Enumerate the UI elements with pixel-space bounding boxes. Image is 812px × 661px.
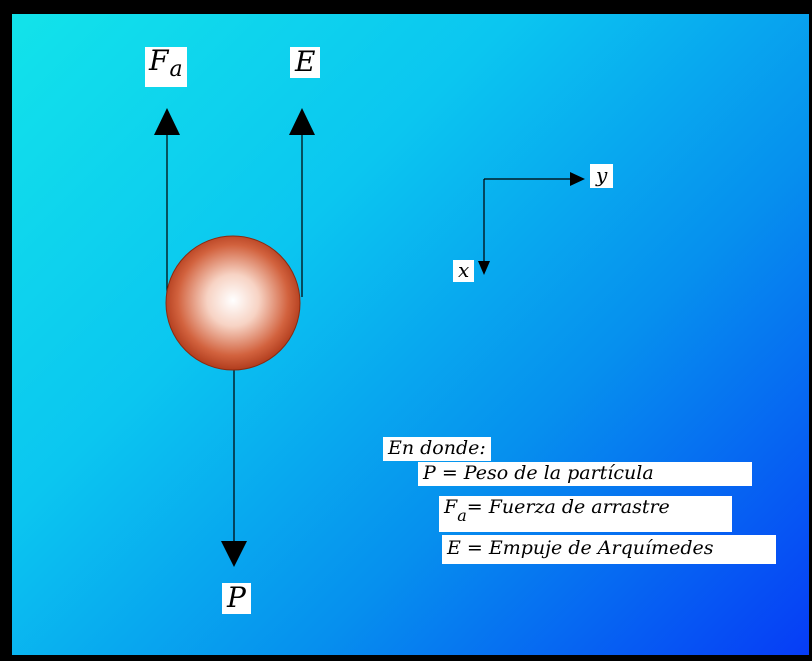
legend-item-drag-subscript: a [457,506,467,525]
legend-item-drag-symbol: F [444,496,458,518]
y-axis-label-text: y [596,163,608,187]
diagram-svg [154,108,585,567]
x-axis-arrowhead [478,261,490,275]
drag-force-arrowhead [154,108,180,135]
drag-force-symbol: F [149,44,169,77]
x-axis-label-text: x [458,258,470,282]
y-axis-arrowhead [570,172,585,186]
legend-item-drag-text: = Fuerza de arrastre [466,496,670,518]
particle-sphere [165,235,301,371]
x-axis-label: x [453,258,475,282]
legend-item-drag: Fa= Fuerza de arrastre [439,496,732,532]
legend-item-buoyancy-symbol: E [447,537,461,559]
legend-item-weight-text: = Peso de la partícula [435,462,654,484]
drag-force-subscript: a [169,57,183,82]
drag-force-label: Fa [145,47,187,87]
weight-force-arrowhead [221,541,247,567]
legend-item-weight-symbol: P [423,462,436,484]
legend-item-buoyancy: E = Empuje de Arquímedes [442,535,776,564]
buoyancy-force-arrowhead [289,108,315,135]
buoyancy-force-symbol: E [295,45,316,78]
legend-item-buoyancy-text: = Empuje de Arquímedes [460,537,714,559]
y-axis-label: y [590,163,614,188]
weight-force-symbol: P [227,581,246,614]
weight-force-label: P [222,583,251,614]
legend-heading-text: En donde: [388,437,486,459]
diagram-canvas: Fa E P y x En donde: P = Peso de la part… [12,14,809,655]
buoyancy-force-label: E [290,45,321,78]
legend-item-weight: P = Peso de la partícula [418,462,752,486]
legend-heading: En donde: [383,437,491,461]
